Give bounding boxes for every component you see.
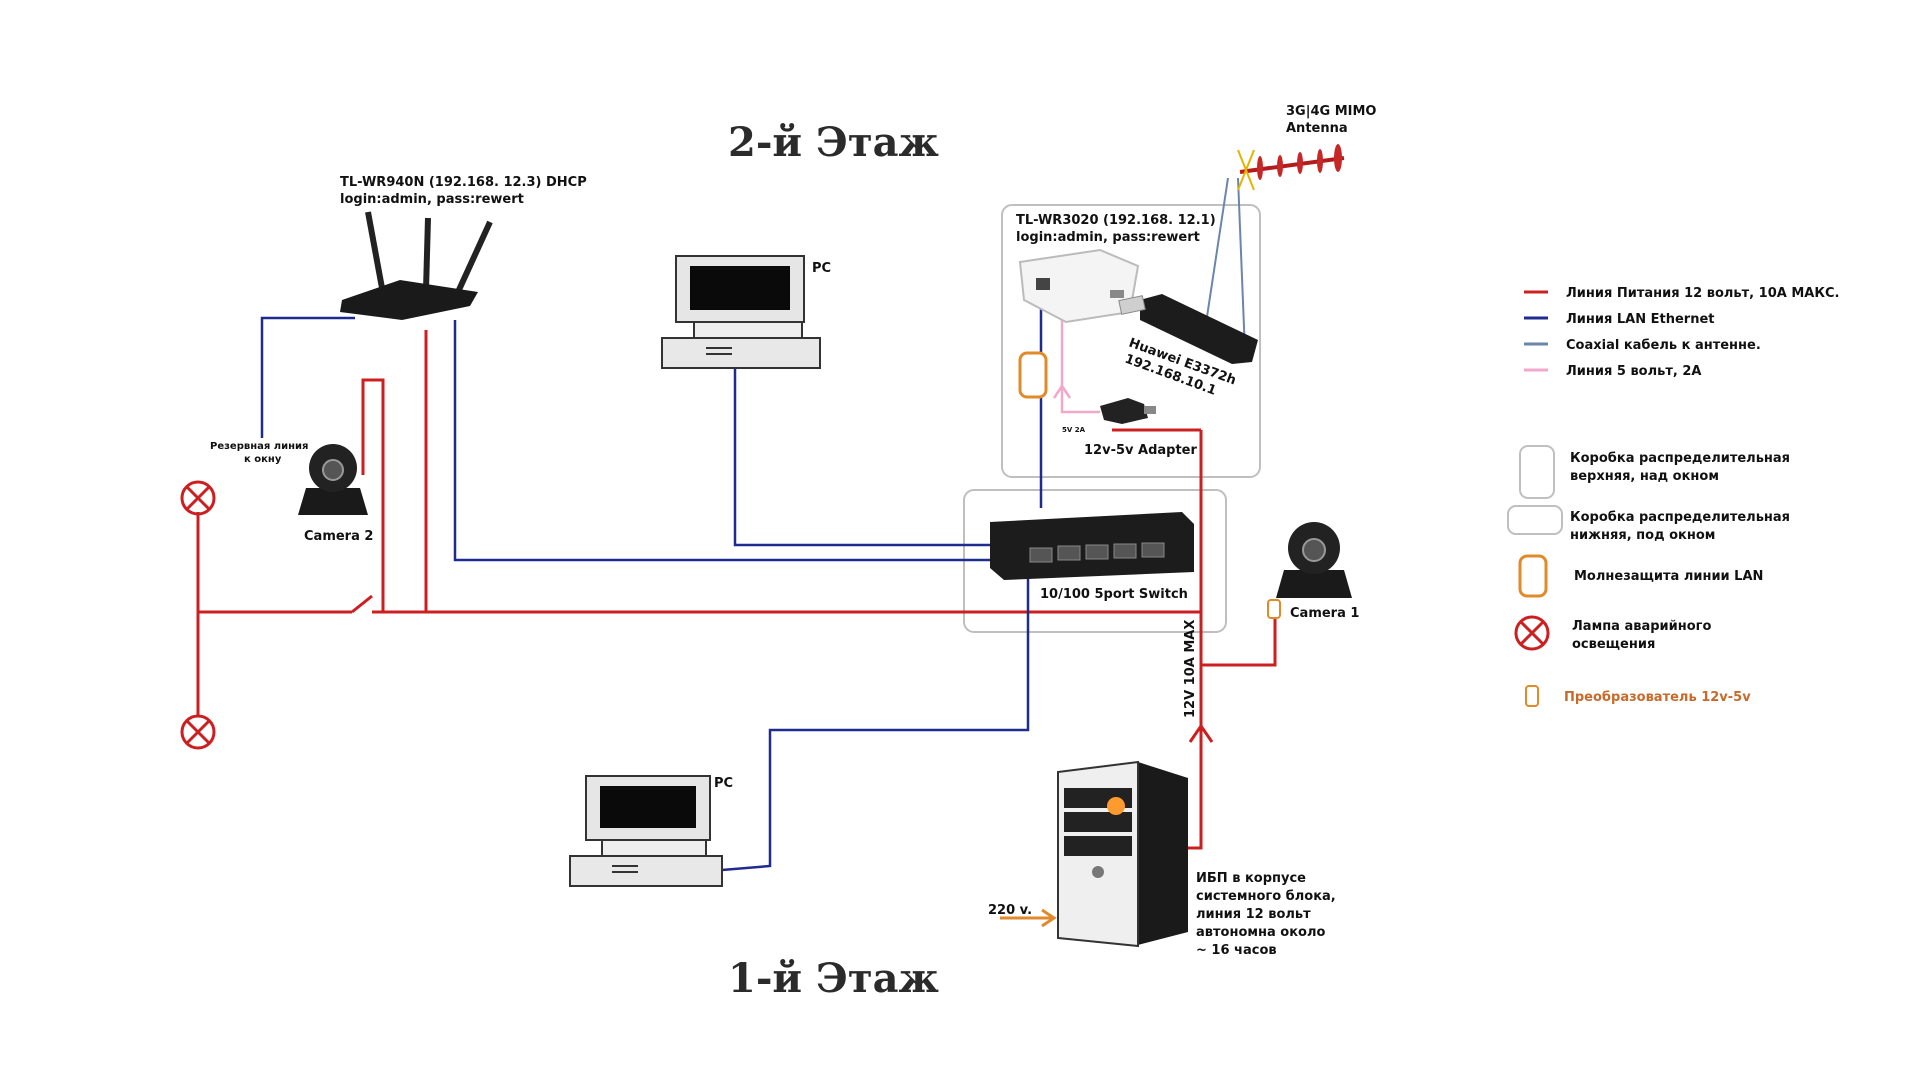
pc-upper-case: [661, 337, 821, 369]
switch-port-1: [1029, 547, 1053, 563]
ups-note-line-4: автономна около: [1196, 925, 1325, 940]
mains-label: 220 v.: [988, 903, 1032, 918]
antenna-label-2: Antenna: [1286, 121, 1348, 136]
wire-5v-arrow: [1052, 383, 1072, 399]
distribution-box-upper: [1001, 204, 1261, 478]
switch-label: 10/100 5port Switch: [1040, 587, 1188, 602]
legend-label-5v: Линия 5 вольт, 2А: [1566, 364, 1701, 379]
legend-lamp-2: освещения: [1572, 637, 1655, 652]
router-main-label-2: login:admin, pass:rewert: [340, 192, 524, 207]
router-antenna: [423, 217, 431, 291]
legend-converter-label: Преобразователь 12v-5v: [1564, 690, 1751, 705]
system-unit: [1057, 760, 1188, 948]
legend-surge-label: Молнезащита линии LAN: [1574, 569, 1763, 584]
pc-lower: PC: [569, 775, 733, 887]
adapter-12v-5v: 5V 2A 12v-5v Adapter: [1062, 398, 1197, 458]
antenna-label-1: 3G|4G MIMO: [1286, 104, 1376, 119]
router-body: [340, 280, 478, 320]
camera-2: Резервная линия к окну Camera 2: [210, 441, 373, 544]
camera-2-lens: [322, 459, 344, 481]
legend-box-lower-1: Коробка распределительная: [1570, 510, 1790, 525]
router-3g-label-1: TL-WR3020 (192.168. 12.1): [1016, 213, 1216, 228]
pc-lower-case: [569, 855, 723, 887]
wire-lan-reserve: [260, 316, 355, 438]
legend-box-upper-1: Коробка распределительная: [1570, 451, 1790, 466]
adapter-rating: 5V 2A: [1062, 426, 1086, 434]
ups-note-line-3: линия 12 вольт: [1196, 907, 1311, 922]
wire-coax-1: [1204, 177, 1229, 331]
legend-box-lower-icon: [1507, 505, 1563, 535]
wire-power-arrow: [1188, 723, 1214, 743]
router-main-label-1: TL-WR940N (192.168. 12.3) DHCP: [340, 175, 587, 190]
router-antenna: [455, 220, 493, 294]
router-tl-wr940n: TL-WR940N (192.168. 12.3) DHCP login:adm…: [340, 175, 587, 320]
wire-coax-2: [1237, 177, 1246, 353]
light-switch: [351, 594, 373, 614]
wire-power-camera2: [361, 378, 385, 612]
psu-line-label: 12V 10A MAX: [1183, 620, 1198, 718]
adapter-label: 12v-5v Adapter: [1084, 443, 1197, 458]
legend-lamp-1: Лампа аварийного: [1572, 619, 1711, 634]
wire-power-camera1: [1201, 615, 1277, 667]
wires: [196, 177, 1277, 928]
router-tl-wr3020: TL-WR3020 (192.168. 12.1) login:admin, p…: [1016, 213, 1216, 324]
wire-5v: [1060, 288, 1100, 414]
legend-converter-icon: [1525, 685, 1539, 707]
wire-lan-router-switch: [453, 320, 990, 562]
mimo-antenna: 3G|4G MIMO Antenna: [1237, 104, 1376, 191]
legend-box-lower-2: нижняя, под окном: [1570, 528, 1715, 543]
camera-1-label: Camera 1: [1290, 606, 1359, 621]
ups-note-line-2: системного блока,: [1196, 889, 1336, 904]
wire-lan-pc-upper: [733, 368, 990, 547]
emergency-lamp-upper: [180, 480, 216, 516]
camera-1-converter: [1267, 599, 1281, 619]
network-switch: 10/100 5port Switch: [990, 512, 1194, 602]
legend-box-upper-2: верхняя, над окном: [1570, 469, 1719, 484]
switch-port-2: [1057, 545, 1081, 561]
camera-1-lens: [1302, 538, 1326, 562]
router-antenna: [365, 211, 385, 289]
adapter-body: [1100, 398, 1148, 424]
floor-title-lower: 1-й Этаж: [728, 955, 939, 1002]
floor-title-upper: 2-й Этаж: [728, 119, 939, 166]
legend-surge-icon: [1518, 554, 1548, 598]
reserve-line-label-2: к окну: [244, 454, 282, 465]
legend-label-coax: Coaxial кабель к антенне.: [1566, 338, 1761, 353]
antenna-boom: [1239, 156, 1345, 174]
modem-body: [1140, 294, 1258, 364]
legend-lamp-icon: [1514, 615, 1550, 651]
emergency-lamp-lower: [180, 714, 216, 750]
camera-2-label: Camera 2: [304, 529, 373, 544]
wire-lan-pc-lower: [721, 572, 1030, 872]
reserve-line-label-1: Резервная линия: [210, 441, 308, 452]
pc-upper: PC: [661, 255, 831, 369]
legend: Линия Питания 12 вольт, 10А МАКС. Линия …: [1507, 286, 1839, 707]
pc-upper-label: PC: [812, 261, 831, 276]
legend-box-upper-icon: [1519, 445, 1555, 499]
modem-huawei: Huawei E3372h 192.168.10.1: [1118, 294, 1258, 399]
ups-note-line-1: ИБП в корпусе: [1196, 871, 1306, 886]
switch-port-4: [1113, 543, 1137, 559]
legend-label-lan: Линия LAN Ethernet: [1566, 312, 1714, 327]
legend-label-power12v: Линия Питания 12 вольт, 10А МАКС.: [1566, 286, 1839, 301]
switch-port-3: [1085, 544, 1109, 560]
ups-note: ИБП в корпусе системного блока, линия 12…: [1196, 871, 1336, 958]
ups-note-line-5: ~ 16 часов: [1196, 943, 1277, 958]
router-3g-label-2: login:admin, pass:rewert: [1016, 230, 1200, 245]
surge-protector: [1018, 351, 1048, 399]
camera-1: Camera 1: [1267, 522, 1359, 621]
switch-port-5: [1141, 542, 1165, 558]
pc-lower-label: PC: [714, 776, 733, 791]
